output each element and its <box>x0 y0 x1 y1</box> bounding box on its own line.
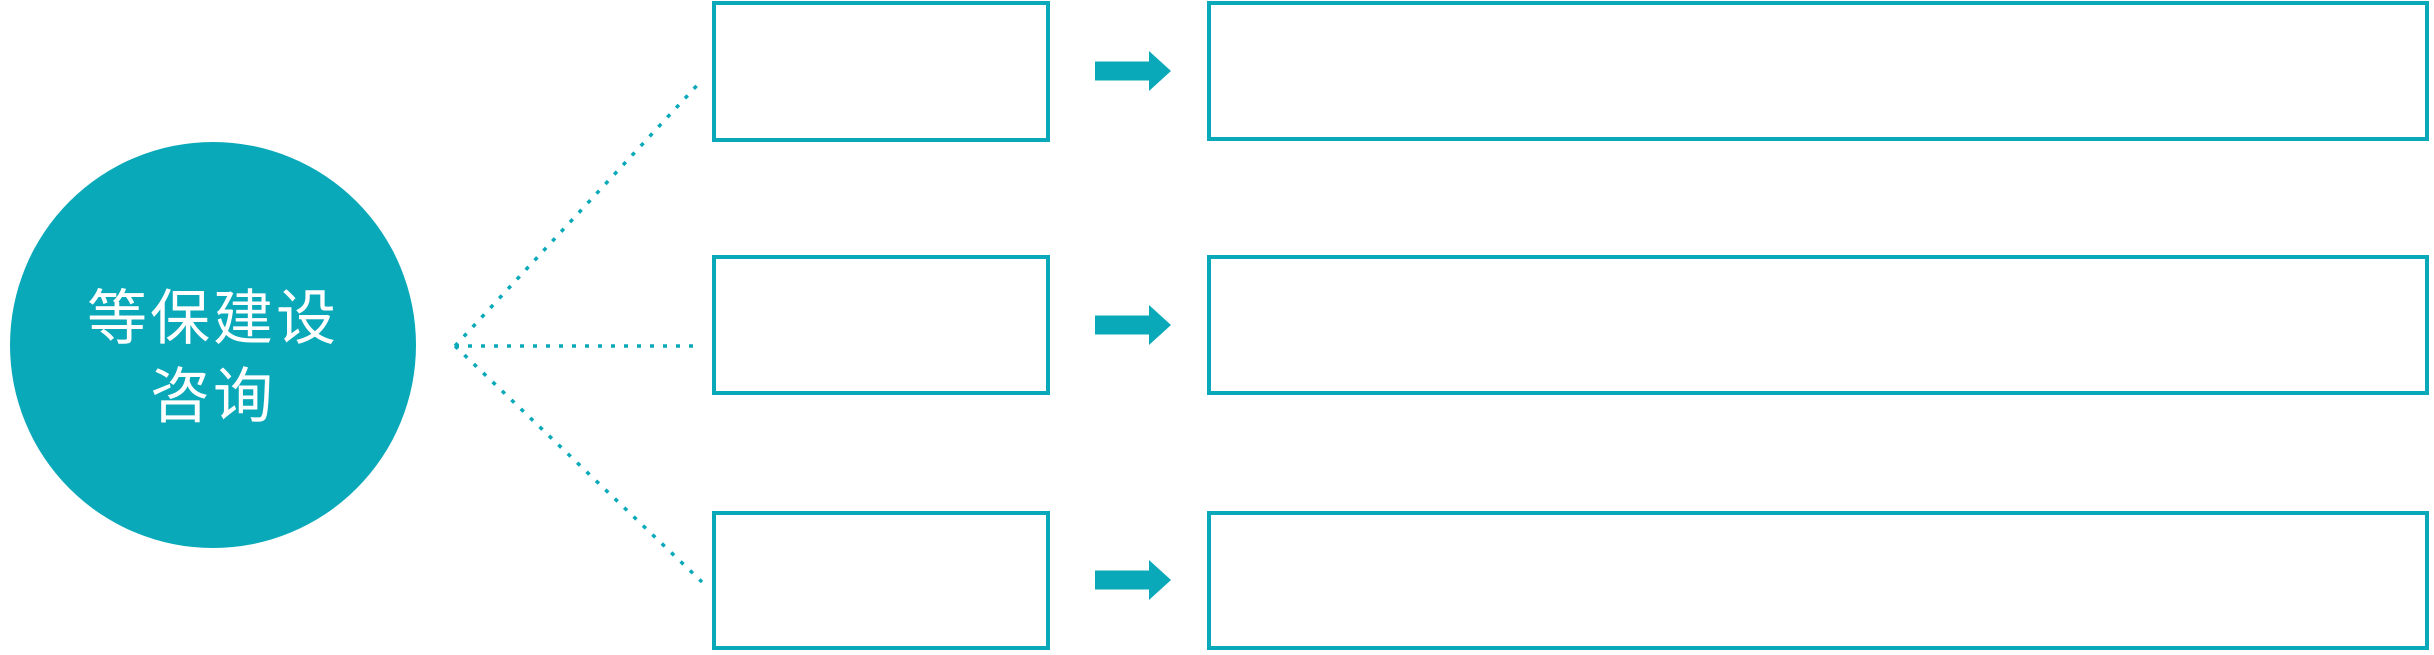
connector-top-line <box>453 78 704 348</box>
stage-box <box>712 511 1050 650</box>
detail-box <box>1207 1 2429 141</box>
connector-bottom-line <box>453 344 704 584</box>
detail-box <box>1207 255 2429 395</box>
arrow-right-icon <box>1095 51 1171 91</box>
topic-label-line1: 等保建设 <box>87 285 339 352</box>
stage-box <box>712 1 1050 142</box>
topic-label-line2: 咨询 <box>150 363 276 430</box>
topic-label: 等保建设 咨询 <box>87 254 339 436</box>
dotted-fan-connector <box>453 78 704 584</box>
topic-circle: 等保建设 咨询 <box>10 142 416 548</box>
stage-box <box>712 255 1050 395</box>
arrow-right-icon <box>1095 305 1171 345</box>
detail-box <box>1207 511 2429 650</box>
arrow-right-icon <box>1095 560 1171 600</box>
